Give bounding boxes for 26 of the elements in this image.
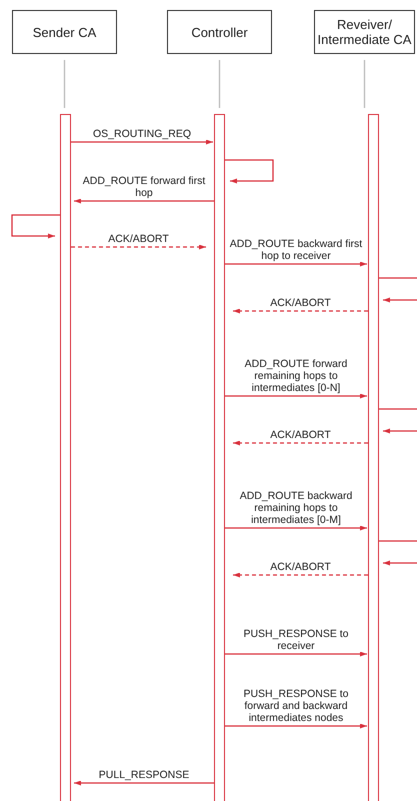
message-arrow <box>71 140 213 144</box>
message-arrow <box>383 298 417 302</box>
message-arrow <box>71 244 206 250</box>
message-arrow <box>383 560 417 566</box>
message-arrow <box>233 572 368 578</box>
message-arrow <box>225 394 367 398</box>
message-arrow <box>225 262 367 266</box>
message-arrow <box>225 652 367 656</box>
activation-bar <box>368 114 379 801</box>
message-arrow <box>74 780 214 786</box>
participant-box: Reveiver/ Intermediate CA <box>314 10 415 54</box>
activation-bar <box>214 114 225 801</box>
message-arrow <box>383 428 417 434</box>
participant-box: Sender CA <box>12 10 117 54</box>
message-arrow <box>74 198 214 204</box>
activation-bar <box>60 114 71 801</box>
message-arrow <box>225 526 367 530</box>
self-message-arrow <box>11 214 60 238</box>
message-arrow <box>225 724 367 728</box>
lifeline <box>218 60 220 108</box>
message-arrow <box>233 440 368 446</box>
lifeline <box>364 60 366 108</box>
participant-box: Controller <box>167 10 272 54</box>
self-message-arrow <box>225 159 274 184</box>
lifeline <box>64 60 66 108</box>
message-arrow <box>233 308 368 314</box>
